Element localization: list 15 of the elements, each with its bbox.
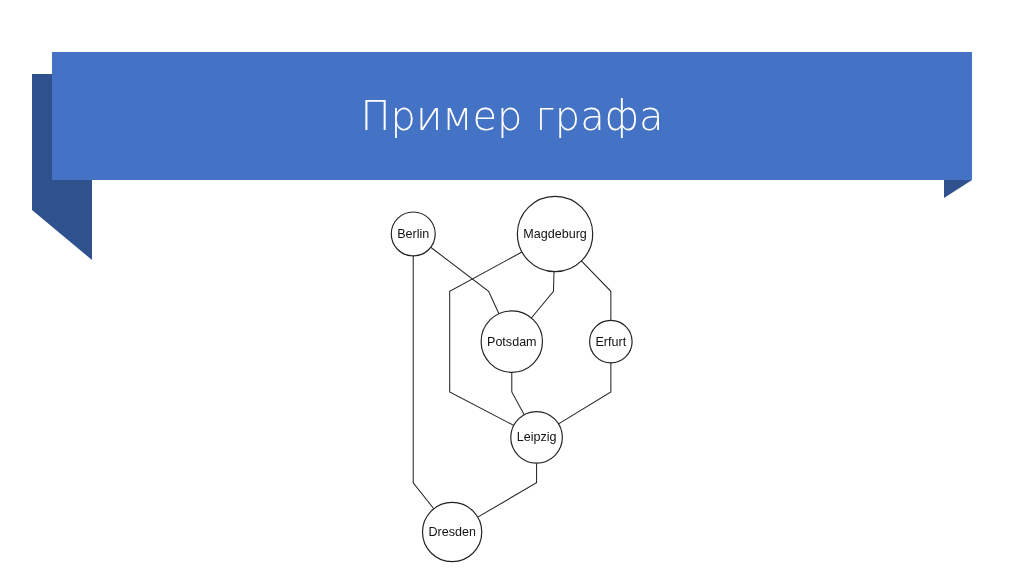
connector — [531, 271, 555, 319]
connector — [558, 362, 612, 425]
node-circle: Berlin — [391, 211, 437, 257]
connector — [413, 255, 435, 510]
connector — [511, 371, 525, 416]
node-circle: Magdeburg — [517, 195, 594, 273]
connector — [581, 260, 612, 321]
node-circle: Leipzig — [510, 410, 564, 464]
slide-title: Пример графа — [360, 93, 664, 139]
node-circle: Erfurt — [589, 319, 633, 364]
node-circle: Dresden — [422, 501, 483, 563]
connector — [477, 462, 538, 518]
node-circle: Potsdam — [480, 310, 544, 373]
connector — [449, 251, 523, 426]
connector — [430, 246, 500, 315]
